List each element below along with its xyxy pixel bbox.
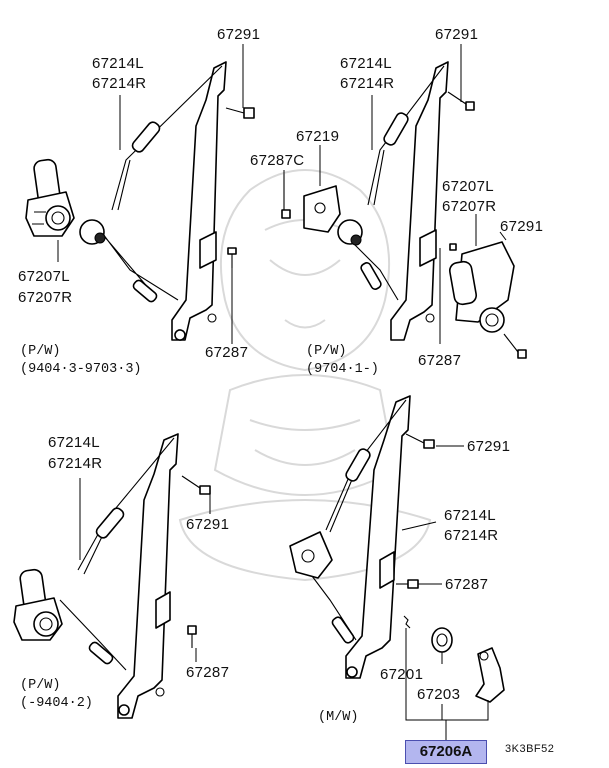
label-bolt-top-tl: 67291 (217, 26, 261, 43)
note-line1-br: (M/W) (318, 710, 359, 725)
label-regulator-l-tr: 67214L (340, 55, 392, 72)
label-motor-l-tr: 67207L (442, 178, 494, 195)
motor-top-right (447, 91, 527, 359)
label-bolt-bottom-tr: 67287 (418, 352, 462, 369)
label-bolt-motor-tr: 67291 (500, 218, 544, 235)
label-bolt-top-tr: 67291 (435, 26, 479, 43)
label-escutcheon-br: 67203 (417, 686, 461, 703)
label-motor-r-tr: 67207R (442, 198, 497, 215)
regulator-assembly-bottom-right (289, 395, 435, 679)
note-line1-bl: (P/W) (20, 678, 61, 693)
label-bolt-top-br: 67291 (467, 438, 511, 455)
motor-top-left (25, 158, 75, 237)
note-line2-tl: (9404·3-9703·3) (20, 362, 142, 377)
leader-lines (57, 44, 507, 740)
note-line2-tr: (9704·1-) (306, 362, 379, 377)
regulator-assembly-top-right (281, 61, 449, 341)
label-regulator-r-tr: 67214R (340, 75, 395, 92)
regulator-assembly-top-left (79, 61, 227, 341)
note-line2-bl: (-9404·2) (20, 696, 93, 711)
label-bolt-top-bl: 67291 (186, 516, 230, 533)
regulator-assembly-bottom-left (59, 433, 211, 719)
label-plate-tr: 67219 (296, 128, 340, 145)
label-regulator-l-bl: 67214L (48, 434, 100, 451)
label-screw-tr: 67287C (250, 152, 305, 169)
label-regulator-r-br: 67214R (444, 527, 499, 544)
label-regulator-l-tl: 67214L (92, 55, 144, 72)
note-line1-tl: (P/W) (20, 344, 61, 359)
bolt-icon (225, 107, 255, 268)
note-line1-tr: (P/W) (306, 344, 347, 359)
label-regulator-l-br: 67214L (444, 507, 496, 524)
label-motor-r-tl: 67207R (18, 289, 73, 306)
label-bolt-bottom-br: 67287 (445, 576, 489, 593)
label-bolt-bottom-bl: 67287 (186, 664, 230, 681)
label-clip-br: 67201 (380, 666, 424, 683)
part-number-highlight[interactable]: 67206A (405, 740, 487, 764)
label-motor-l-tl: 67207L (18, 268, 70, 285)
label-regulator-r-bl: 67214R (48, 455, 103, 472)
label-bolt-bottom-tl: 67287 (205, 344, 249, 361)
motor-bottom-left (13, 568, 63, 641)
figure-code: 3K3BF52 (505, 743, 555, 755)
label-regulator-r-tl: 67214R (92, 75, 147, 92)
